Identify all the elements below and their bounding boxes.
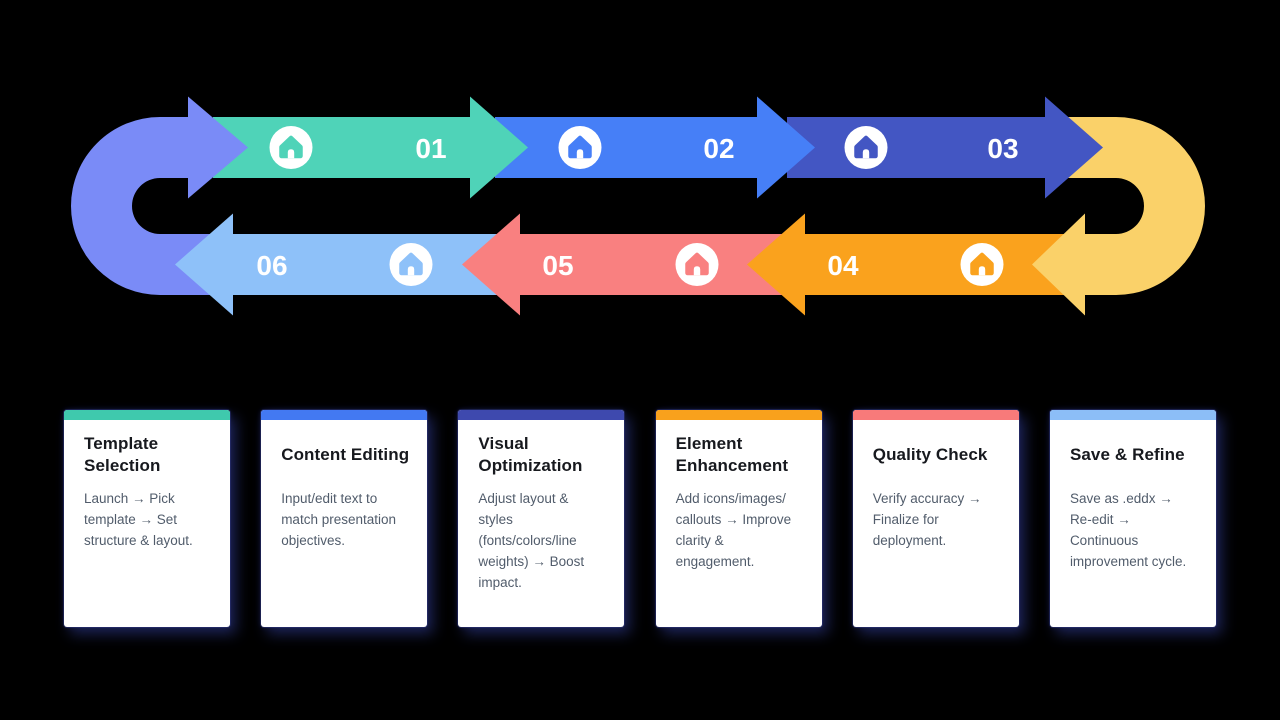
card-description: Adjust layout & styles (fonts/colors/lin… [478, 491, 585, 590]
loop-left-arrowhead [188, 96, 248, 199]
card-save-refine: Save & Refine Save as .eddx → Re-edit → … [1049, 410, 1216, 627]
cards-row: Template Selection Launch → Pick templat… [64, 410, 1216, 627]
loop-right-bottom-arm [1085, 234, 1116, 295]
loop-right-arrowhead [1032, 213, 1085, 316]
card-content: Save & Refine Save as .eddx → Re-edit → … [1050, 420, 1216, 572]
process-loop-diagram: 01 02 03 04 05 06 [71, 96, 1205, 316]
home-icon [390, 243, 433, 286]
step-01-arrowhead [470, 96, 528, 199]
card-title: Visual Optimization [478, 434, 583, 475]
card-title: Quality Check [872, 445, 988, 464]
step-04-bar [805, 234, 1070, 295]
card-description: Launch → Pick template → Set structure &… [84, 491, 193, 548]
step-arrow-04 [747, 213, 1070, 316]
home-icon [270, 126, 313, 169]
step-number-03: 03 [987, 133, 1018, 164]
step-06-arrowhead [175, 213, 233, 316]
card-description: Verify accuracy → Finalize for deploymen… [872, 491, 982, 548]
card-description: Input/edit text to match presentation ob… [281, 491, 397, 548]
loop-right-arc [1116, 117, 1205, 295]
card-accent-bar [64, 410, 230, 420]
card-accent-bar [458, 410, 625, 420]
step-number-05: 05 [542, 250, 573, 281]
card-content: Visual Optimization Adjust layout & styl… [458, 420, 624, 593]
step-arrow-03 [787, 96, 1103, 199]
step-number-01: 01 [415, 133, 446, 164]
step-number-04: 04 [827, 250, 859, 281]
home-icon [845, 126, 888, 169]
card-title: Content Editing [281, 445, 410, 464]
step-05-arrowhead [462, 213, 520, 316]
card-accent-bar [1049, 410, 1216, 420]
step-arrow-01 [213, 96, 528, 199]
card-title: Save & Refine [1069, 445, 1185, 464]
card-template-selection: Template Selection Launch → Pick templat… [64, 410, 230, 627]
step-number-06: 06 [256, 250, 287, 281]
loop-left-arc [71, 117, 160, 295]
card-content: Element Enhancement Add icons/images/ ca… [656, 420, 822, 572]
card-content: Quality Check Verify accuracy → Finalize… [853, 420, 1019, 551]
card-element-enhancement: Element Enhancement Add icons/images/ ca… [655, 410, 822, 627]
card-title: Element Enhancement [675, 434, 789, 475]
step-02-arrowhead [757, 96, 815, 199]
card-visual-optimization: Visual Optimization Adjust layout & styl… [458, 410, 625, 627]
card-accent-bar [655, 410, 822, 420]
card-title: Template Selection [84, 434, 161, 475]
home-icon [961, 243, 1004, 286]
home-icon [676, 243, 719, 286]
card-content-editing: Content Editing Input/edit text to match… [261, 410, 428, 627]
step-01-bar [213, 117, 470, 178]
step-04-arrowhead [747, 213, 805, 316]
card-content: Content Editing Input/edit text to match… [261, 420, 427, 551]
card-quality-check: Quality Check Verify accuracy → Finalize… [852, 410, 1019, 627]
loop-left-top-arm [160, 117, 188, 178]
step-arrow-02 [495, 96, 815, 199]
step-number-02: 02 [703, 133, 734, 164]
card-accent-bar [852, 410, 1019, 420]
step-03-arrowhead [1045, 96, 1103, 199]
card-accent-bar [261, 410, 428, 420]
step-03-bar [787, 117, 1045, 178]
card-description: Add icons/images/ callouts → Improve cla… [675, 491, 792, 569]
step-arrow-05 [462, 213, 805, 316]
card-content: Template Selection Launch → Pick templat… [64, 420, 230, 551]
home-icon [559, 126, 602, 169]
card-description: Save as .eddx → Re-edit → Continuous imp… [1069, 491, 1187, 569]
step-02-bar [495, 117, 757, 178]
